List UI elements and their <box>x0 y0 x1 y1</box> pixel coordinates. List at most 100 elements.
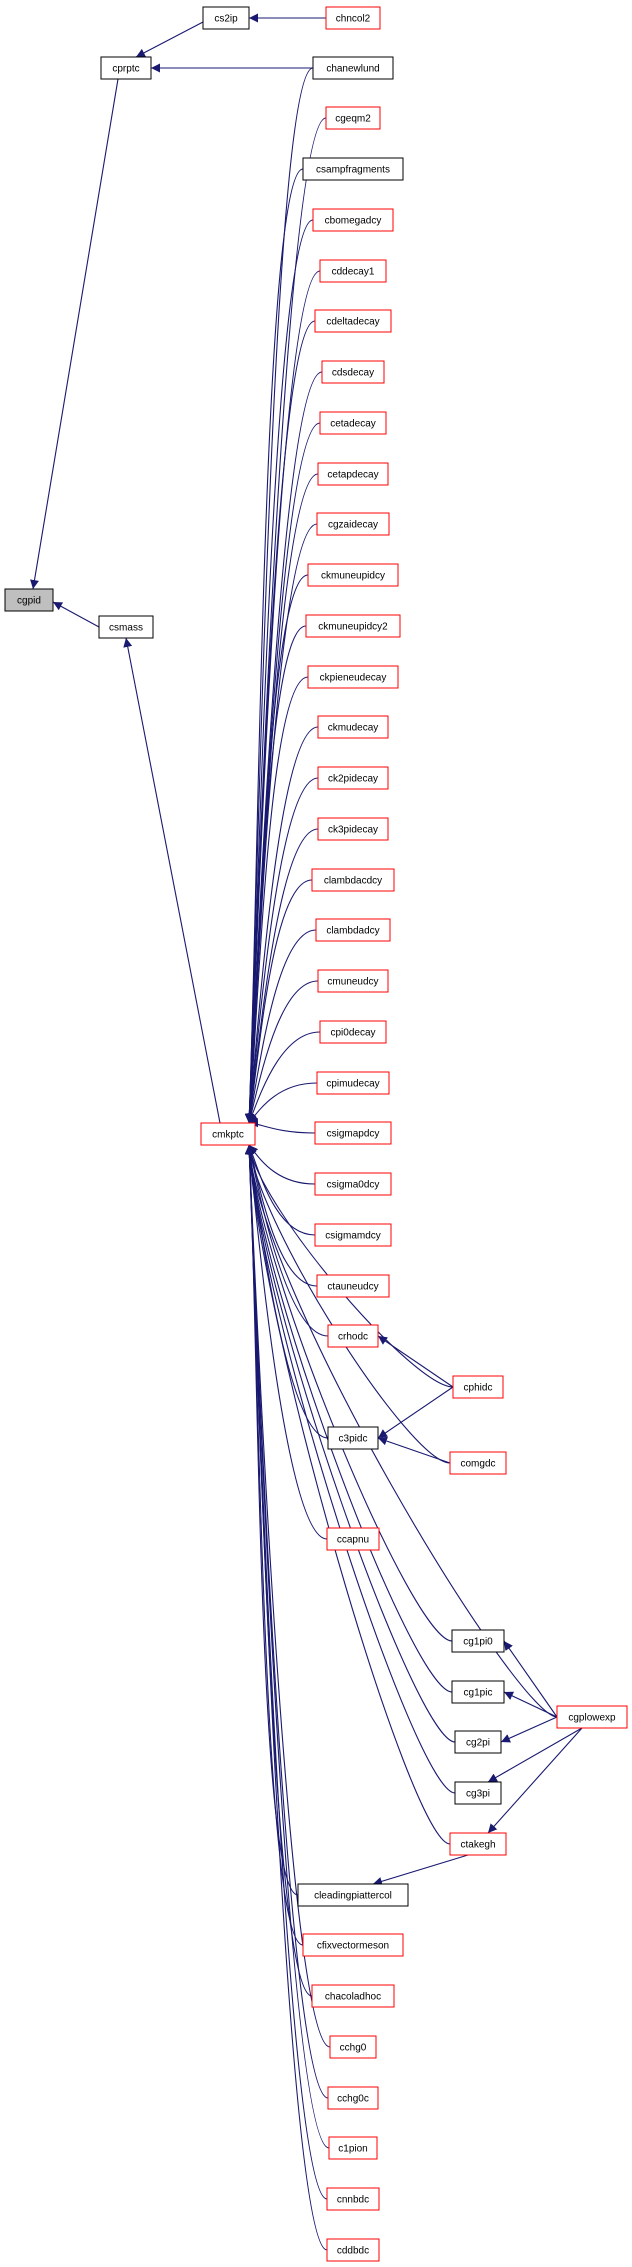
node-label: chacoladhoc <box>325 1992 381 2003</box>
edge-cmuneudcy-to-cmkptc <box>246 980 319 1124</box>
node-crhodc[interactable]: crhodc <box>327 1324 379 1348</box>
node-label: ctauneudcy <box>327 1282 378 1293</box>
node-chncol2[interactable]: chncol2 <box>325 6 381 30</box>
edge-cgplowexp-to-cg1pic <box>503 1691 558 1718</box>
node-ckmuneupidcy[interactable]: ckmuneupidcy <box>307 563 399 587</box>
node-ctauneudcy[interactable]: ctauneudcy <box>316 1274 390 1298</box>
node-cg2pi[interactable]: cg2pi <box>454 1730 502 1754</box>
node-box <box>312 208 394 232</box>
node-box <box>319 411 387 435</box>
node-box <box>326 1527 380 1551</box>
node-cg1pi0[interactable]: cg1pi0 <box>451 1629 505 1653</box>
node-box <box>451 1680 505 1704</box>
node-cdsdecay[interactable]: cdsdecay <box>321 360 385 384</box>
node-c1pion[interactable]: c1pion <box>328 2136 378 2160</box>
node-csigmamdcy[interactable]: csigmamdcy <box>314 1223 392 1247</box>
node-box <box>319 1020 387 1044</box>
node-label: ccapnu <box>337 1535 369 1546</box>
node-comgdc[interactable]: comgdc <box>449 1451 507 1475</box>
node-box <box>311 1984 395 2008</box>
node-csmass[interactable]: csmass <box>98 615 154 639</box>
node-cpi0decay[interactable]: cpi0decay <box>319 1020 387 1044</box>
node-label: ckmudecay <box>328 723 379 734</box>
node-label: cnnbdc <box>337 2195 369 2206</box>
node-label: cchg0c <box>337 2094 369 2105</box>
node-c3pidc[interactable]: c3pidc <box>327 1426 379 1450</box>
edge-cgplowexp-to-cmkptc <box>245 1144 558 1718</box>
edge-cpi0decay-to-cmkptc <box>248 1031 321 1124</box>
node-cg3pi[interactable]: cg3pi <box>454 1781 502 1805</box>
node-cnnbdc[interactable]: cnnbdc <box>326 2187 380 2211</box>
node-cchg0[interactable]: cchg0 <box>329 2035 377 2059</box>
edge-clambdacdcy-to-cmkptc <box>245 879 313 1124</box>
node-csigmapdcy[interactable]: csigmapdcy <box>314 1121 392 1145</box>
node-label: cgplowexp <box>568 1713 616 1724</box>
node-box <box>314 1121 392 1145</box>
edge-ctakegh-to-cmkptc <box>245 1144 451 1845</box>
node-ck2pidecay[interactable]: ck2pidecay <box>317 766 389 790</box>
node-cg1pic[interactable]: cg1pic <box>451 1680 505 1704</box>
node-clambdacdcy[interactable]: clambdacdcy <box>311 868 395 892</box>
node-label: ckmuneupidcy2 <box>318 622 388 633</box>
node-box <box>316 1071 390 1095</box>
node-label: ck2pidecay <box>328 774 378 785</box>
node-chacoladhoc[interactable]: chacoladhoc <box>311 1984 395 2008</box>
node-box <box>302 157 404 181</box>
node-ckpieneudecay[interactable]: ckpieneudecay <box>307 665 399 689</box>
node-label: ckpieneudecay <box>320 673 387 684</box>
node-cgzaidecay[interactable]: cgzaidecay <box>316 512 390 536</box>
node-box <box>327 2086 379 2110</box>
node-cgplowexp[interactable]: cgplowexp <box>556 1705 628 1729</box>
node-label: cleadingpiattercol <box>314 1891 392 1902</box>
node-cphidc[interactable]: cphidc <box>452 1375 504 1399</box>
node-label: comgdc <box>460 1459 495 1470</box>
node-label: cddecay1 <box>332 267 375 278</box>
node-cddbdc[interactable]: cddbdc <box>326 2238 380 2262</box>
node-label: c3pidc <box>339 1434 368 1445</box>
node-cetadecay[interactable]: cetadecay <box>319 411 387 435</box>
node-cgeqm2[interactable]: cgeqm2 <box>325 106 381 130</box>
node-box <box>454 1781 502 1805</box>
node-cleadingpiattercol[interactable]: cleadingpiattercol <box>297 1883 409 1907</box>
node-cddecay1[interactable]: cddecay1 <box>319 259 387 283</box>
node-label: cdsdecay <box>332 368 374 379</box>
node-cdeltadecay[interactable]: cdeltadecay <box>314 309 392 333</box>
node-cfixvectormeson[interactable]: cfixvectormeson <box>302 1933 404 1957</box>
node-label: cetapdecay <box>327 470 378 481</box>
node-csampfragments[interactable]: csampfragments <box>302 157 404 181</box>
node-ckmuneupidcy2[interactable]: ckmuneupidcy2 <box>305 614 401 638</box>
node-label: cgpid <box>17 596 41 607</box>
node-box <box>452 1375 504 1399</box>
nodes-layer: cgpid cprptc cs2ip chncol2 chanewlund csmass c… <box>4 6 628 2262</box>
node-box <box>202 6 250 30</box>
edge-csampfragments-to-cmkptc <box>244 168 304 1124</box>
node-cpimudecay[interactable]: cpimudecay <box>316 1071 390 1095</box>
node-label: cs2ip <box>214 14 238 25</box>
node-cprptc[interactable]: cprptc <box>100 56 152 80</box>
node-box <box>328 2136 378 2160</box>
node-cbomegadcy[interactable]: cbomegadcy <box>312 208 394 232</box>
node-ckmudecay[interactable]: ckmudecay <box>317 715 389 739</box>
node-cetapdecay[interactable]: cetapdecay <box>317 462 389 486</box>
node-csigma0dcy[interactable]: csigma0dcy <box>314 1172 392 1196</box>
node-cs2ip[interactable]: cs2ip <box>202 6 250 30</box>
node-ctakegh[interactable]: ctakegh <box>449 1832 507 1856</box>
node-cmuneudcy[interactable]: cmuneudcy <box>317 969 389 993</box>
edge-cphidc-to-c3pidc <box>377 1386 454 1439</box>
node-ck3pidecay[interactable]: ck3pidecay <box>317 817 389 841</box>
node-label: cmkptc <box>212 1130 244 1141</box>
node-label: cpimudecay <box>326 1079 379 1090</box>
node-cmkptc[interactable]: cmkptc <box>200 1122 256 1146</box>
node-box <box>316 512 390 536</box>
node-box <box>314 309 392 333</box>
node-clambdadcy[interactable]: clambdadcy <box>315 918 391 942</box>
edge-csigmamdcy-to-cmkptc <box>248 1144 316 1236</box>
node-box <box>326 2238 380 2262</box>
node-label: clambdacdcy <box>324 876 382 887</box>
node-chanewlund[interactable]: chanewlund <box>312 56 394 80</box>
node-label: clambdadcy <box>326 926 379 937</box>
node-ccapnu[interactable]: ccapnu <box>326 1527 380 1551</box>
node-label: csigma0dcy <box>327 1180 380 1191</box>
node-cchg0c[interactable]: cchg0c <box>327 2086 379 2110</box>
